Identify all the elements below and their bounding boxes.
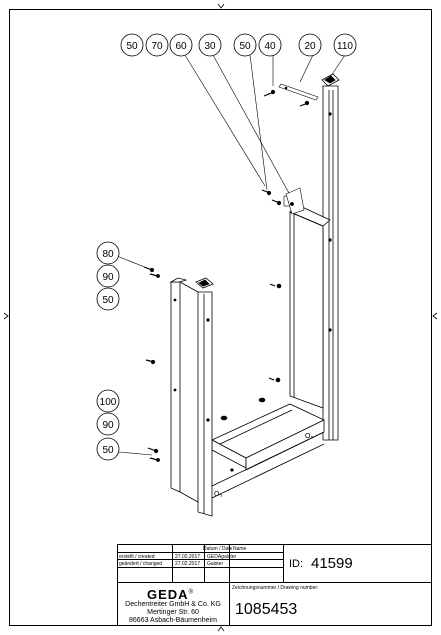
company-city: 86663 Asbach-Bäumenheim: [129, 617, 217, 624]
callout-top-2: 70: [145, 33, 169, 57]
changed-label: geändert / changed: [119, 561, 163, 567]
left-frame: O₅: [169, 277, 325, 517]
drawing-number-label: Zeichnungsnummer / Drawing number:: [232, 585, 319, 591]
callout-left-upper-1: 80: [96, 241, 120, 265]
leader-lines: [116, 54, 346, 456]
created-date: 27.02.2017: [175, 554, 201, 560]
callout-left-upper-3: 50: [96, 287, 120, 311]
callout-left-lower-3-label: 50: [102, 445, 114, 456]
title-block: Datum / Date Name erstellt / created 27.…: [117, 544, 432, 626]
callout-top-4-label: 30: [204, 41, 216, 52]
drawing-frame: [9, 9, 432, 626]
callout-top-1-label: 50: [126, 41, 138, 52]
callout-left-lower-1-label: 100: [100, 397, 117, 408]
callout-top-8: 110: [333, 33, 357, 57]
callout-top-7-label: 20: [304, 41, 316, 52]
created-label: erstellt / created: [119, 554, 155, 560]
callout-top-3-label: 60: [175, 41, 187, 52]
callout-left-upper-3-label: 50: [102, 295, 114, 306]
back-panel: [289, 205, 331, 409]
callout-top-6: 40: [258, 33, 282, 57]
header-date: Datum / Date: [203, 546, 233, 552]
changed-name: Galster: [207, 561, 224, 567]
company-name: Dechentreiter GmbH & Co. KG: [125, 601, 221, 608]
id-value: 41599: [311, 555, 353, 572]
right-post: [317, 73, 340, 441]
base-tray: O₅: [211, 403, 325, 472]
callout-top-5-label: 50: [239, 41, 251, 52]
callout-top-2-label: 70: [151, 41, 163, 52]
svg-text:O₅: O₅: [305, 433, 313, 440]
svg-text:O₅: O₅: [214, 491, 222, 498]
callout-top-3: 60: [169, 33, 193, 57]
id-label: ID:: [289, 558, 304, 570]
callout-left-lower-2: 90: [96, 412, 120, 436]
callout-bubbles-left-upper: 80 90 50: [96, 241, 120, 311]
callout-top-5: 50: [233, 33, 257, 57]
edge-markers: [3, 3, 438, 632]
geda-logo-text: GEDA: [147, 587, 189, 602]
hardware-parts: [143, 83, 319, 462]
callout-top-6-label: 40: [264, 41, 276, 52]
callout-top-4: 30: [198, 33, 222, 57]
company-street: Mertinger Str. 60: [147, 609, 199, 616]
callout-left-upper-2: 90: [96, 264, 120, 288]
callout-left-upper-1-label: 80: [102, 249, 114, 260]
created-name: GEDAgalster: [207, 554, 237, 560]
callout-bubbles-top: 50 70 60 30 50 40 20 110: [120, 33, 357, 57]
callout-left-upper-2-label: 90: [102, 272, 114, 283]
geda-logo: GEDA®: [147, 587, 194, 602]
callout-left-lower-2-label: 90: [102, 420, 114, 431]
registered-mark: ®: [188, 589, 194, 596]
changed-date: 27.02.2017: [175, 561, 201, 567]
callout-top-1: 50: [120, 33, 144, 57]
callout-left-lower-1: 100: [96, 389, 120, 413]
callout-top-7: 20: [298, 33, 322, 57]
header-name: Name: [233, 546, 247, 552]
callout-top-8-label: 110: [337, 41, 353, 52]
callout-bubbles-left-lower: 100 90 50: [96, 389, 120, 461]
drawing-number: 1085453: [235, 601, 298, 618]
callout-left-lower-3: 50: [96, 437, 120, 461]
